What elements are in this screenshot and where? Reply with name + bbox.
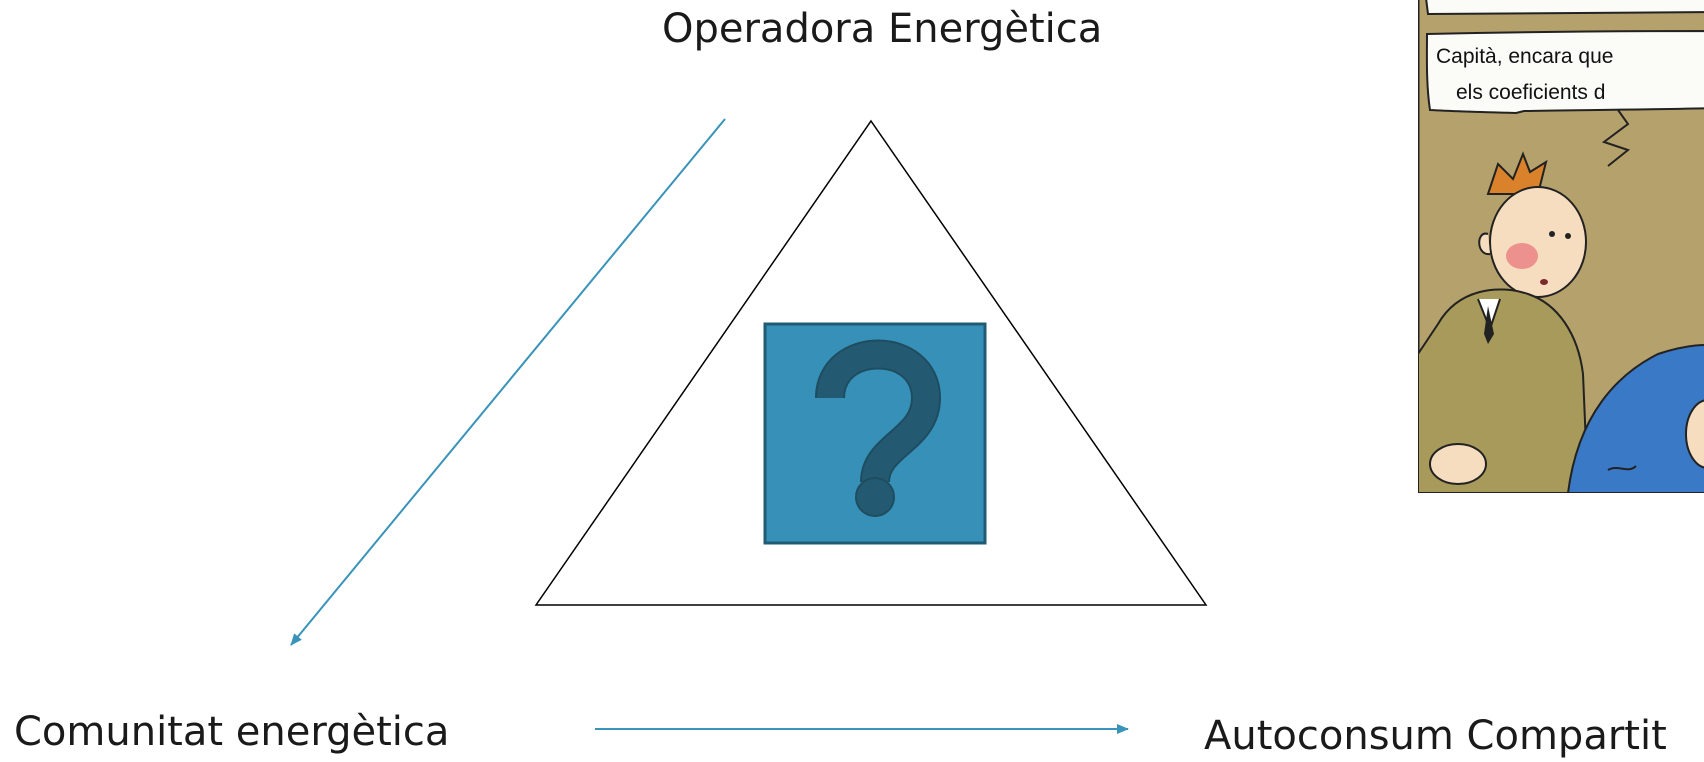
node-label-bottom-left: Comunitat energètica	[14, 709, 450, 755]
node-label-bottom-right: Autoconsum Compartit	[1204, 713, 1667, 759]
diagonal-arrow	[290, 118, 726, 646]
node-label-top: Operadora Energètica	[662, 6, 1103, 52]
comic-illustration	[1418, 0, 1704, 493]
comic-panel: Capità, encara que els coeficients d	[1418, 0, 1704, 493]
question-mark-icon	[815, 339, 942, 517]
speech-text-line-2: els coeficients d	[1456, 81, 1606, 104]
speech-text-line-1: Capità, encara que	[1436, 45, 1614, 68]
